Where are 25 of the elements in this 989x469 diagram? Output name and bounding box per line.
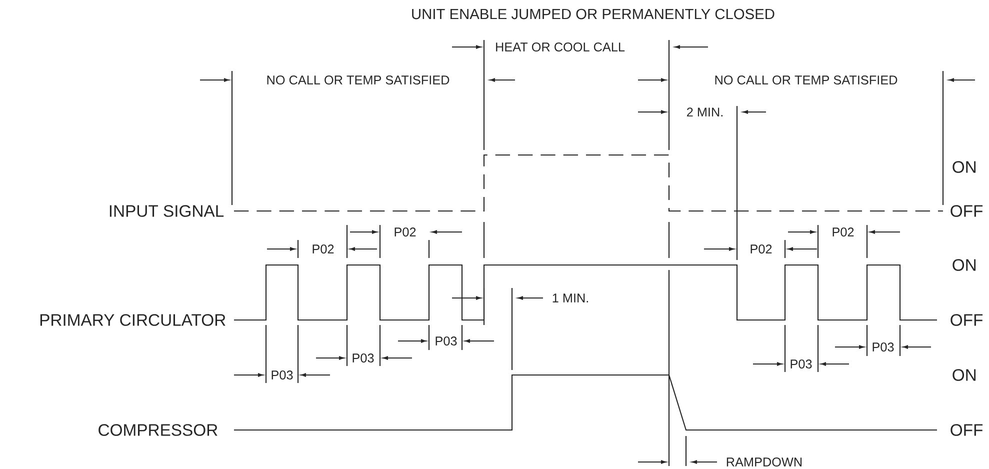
title: UNIT ENABLE JUMPED OR PERMANENTLY CLOSED xyxy=(412,8,774,20)
signal-label: COMPRESSOR xyxy=(96,422,220,438)
dimension-label: P02 xyxy=(830,226,856,238)
dimension-label: P03 xyxy=(350,352,376,364)
state-label: OFF xyxy=(948,422,985,438)
state-label: OFF xyxy=(948,204,985,218)
signal-label: INPUT SIGNAL xyxy=(107,204,226,218)
interval-label: NO CALL OR TEMP SATISFIED xyxy=(264,74,452,86)
dimension-label: P02 xyxy=(748,243,774,255)
signal-label: PRIMARY CIRCULATOR xyxy=(38,312,228,328)
dimension-label: P02 xyxy=(310,243,336,255)
interval-label: NO CALL OR TEMP SATISFIED xyxy=(712,74,900,86)
dimension-label: RAMPDOWN xyxy=(724,456,804,468)
dimension-label: 1 MIN. xyxy=(550,292,590,304)
interval-label: 2 MIN. xyxy=(685,106,725,118)
interval-label: HEAT OR COOL CALL xyxy=(494,41,626,53)
dimension-label: P03 xyxy=(433,335,459,347)
dimension-label: P02 xyxy=(392,226,418,238)
state-label: ON xyxy=(950,368,978,382)
dimension-label: P03 xyxy=(269,369,295,381)
dimension-label: P03 xyxy=(788,358,814,370)
dimension-label: P03 xyxy=(870,341,896,353)
state-label: OFF xyxy=(948,312,985,328)
state-label: ON xyxy=(950,160,978,174)
state-label: ON xyxy=(950,258,978,272)
